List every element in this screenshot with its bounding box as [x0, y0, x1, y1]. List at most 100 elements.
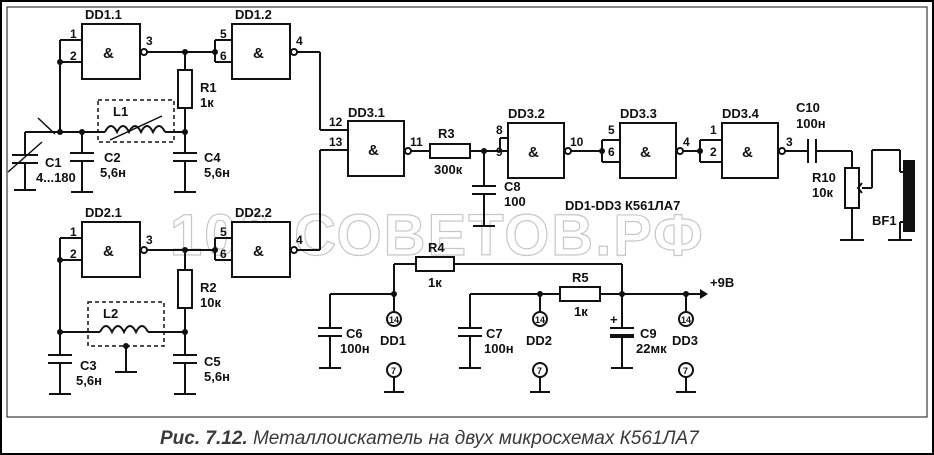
figure-caption: Рис. 7.12. Металлоискатель на двух микро…	[160, 428, 700, 449]
label-c5: C5	[204, 354, 221, 369]
gate-dd3-1: & DD3.1 12 13 11	[329, 105, 423, 177]
label-r2: R2	[200, 280, 217, 295]
gate-dd1-1: & DD1.1 1 2 3	[70, 7, 153, 80]
label-r4: R4	[428, 240, 445, 255]
svg-text:10к: 10к	[812, 185, 833, 200]
label-dd2-2: DD2.2	[235, 205, 272, 220]
svg-text:7: 7	[537, 366, 542, 376]
label-c2: C2	[104, 150, 121, 165]
svg-text:100н: 100н	[796, 116, 826, 131]
svg-text:5: 5	[220, 27, 227, 41]
label-dd3-2: DD3.2	[508, 106, 545, 121]
label-dd1-power: DD1	[380, 333, 406, 348]
svg-text:14: 14	[535, 315, 545, 325]
svg-text:&: &	[742, 144, 753, 161]
svg-text:5: 5	[220, 225, 227, 239]
label-dd3-4: DD3.4	[722, 106, 760, 121]
svg-text:14: 14	[389, 315, 399, 325]
label-dd1-1: DD1.1	[85, 7, 122, 22]
label-l2: L2	[103, 306, 118, 321]
resistor-r5	[559, 286, 601, 302]
svg-text:6: 6	[220, 247, 227, 261]
label-c1: C1	[45, 155, 62, 170]
inner-border	[6, 6, 928, 418]
label-l1: L1	[113, 104, 128, 119]
svg-text:&: &	[253, 45, 264, 62]
svg-text:7: 7	[391, 366, 396, 376]
svg-text:22мк: 22мк	[636, 341, 667, 356]
svg-text:1к: 1к	[574, 304, 588, 319]
svg-text:4: 4	[296, 34, 303, 48]
svg-text:13: 13	[329, 135, 343, 149]
label-r5: R5	[572, 270, 589, 285]
svg-text:100н: 100н	[484, 341, 514, 356]
label-r1: R1	[200, 80, 217, 95]
svg-text:&: &	[640, 144, 651, 161]
svg-text:100: 100	[504, 194, 526, 209]
svg-text:5,6н: 5,6н	[76, 373, 102, 388]
svg-text:1: 1	[70, 27, 77, 41]
svg-text:12: 12	[329, 115, 343, 129]
svg-text:4: 4	[296, 233, 303, 247]
inductor-l2	[99, 325, 149, 335]
svg-text:&: &	[103, 243, 114, 260]
label-r3: R3	[438, 126, 455, 141]
svg-text:1к: 1к	[200, 95, 214, 110]
inductor-l1	[104, 125, 166, 135]
svg-text:2: 2	[710, 145, 717, 159]
svg-text:5: 5	[608, 123, 615, 137]
svg-text:2: 2	[70, 49, 77, 63]
svg-text:5,6н: 5,6н	[204, 165, 230, 180]
gate-dd3-3: & DD3.3 5 6 4	[608, 106, 690, 179]
label-dd2-power: DD2	[526, 333, 552, 348]
label-dd2-1: DD2.1	[85, 205, 122, 220]
svg-text:8: 8	[496, 123, 503, 137]
label-c9: C9	[640, 326, 657, 341]
svg-text:10: 10	[570, 135, 584, 149]
label-dd3-1: DD3.1	[348, 105, 385, 120]
svg-text:2: 2	[70, 247, 77, 261]
gate-dd3-4: & DD3.4 1 2 3	[710, 106, 793, 179]
gate-dd1-2: & DD1.2 5 6 4	[220, 7, 303, 80]
label-dd3-3: DD3.3	[620, 106, 657, 121]
svg-text:&: &	[528, 144, 539, 161]
svg-text:3: 3	[146, 34, 153, 48]
label-c3: C3	[80, 358, 97, 373]
gate-dd3-2: & DD3.2 8 9 10	[496, 106, 584, 179]
label-dd1-2: DD1.2	[235, 7, 272, 22]
svg-text:3: 3	[146, 233, 153, 247]
svg-text:1: 1	[70, 225, 77, 239]
svg-text:7: 7	[683, 366, 688, 376]
svg-text:1к: 1к	[428, 275, 442, 290]
svg-text:11: 11	[410, 135, 423, 149]
svg-text:6: 6	[608, 145, 615, 159]
resistor-r3	[429, 143, 471, 159]
svg-text:14: 14	[681, 315, 691, 325]
svg-text:5,6н: 5,6н	[204, 369, 230, 384]
resistor-r4	[415, 256, 455, 272]
svg-text:10к: 10к	[200, 295, 221, 310]
supply-label: +9В	[710, 275, 734, 290]
resistor-r1	[177, 69, 193, 109]
svg-text:+: +	[610, 312, 618, 327]
svg-text:&: &	[368, 142, 379, 159]
svg-text:6: 6	[220, 49, 227, 63]
svg-text:4...180: 4...180	[36, 170, 76, 185]
svg-text:3: 3	[786, 135, 793, 149]
svg-text:4: 4	[683, 135, 690, 149]
svg-text:&: &	[103, 45, 114, 62]
svg-text:1: 1	[710, 123, 717, 137]
svg-text:9: 9	[496, 145, 503, 159]
label-bf1: BF1	[872, 213, 897, 228]
speaker-bf1-icon	[903, 160, 915, 232]
gate-dd2-1: & DD2.1 1 2 3	[70, 205, 153, 278]
coil-l1-box	[97, 99, 175, 143]
label-c4: C4	[204, 150, 221, 165]
label-c7: C7	[486, 326, 503, 341]
chips-note: DD1-DD3 К561ЛА7	[565, 198, 680, 213]
label-c10: C10	[796, 100, 820, 115]
svg-text:&: &	[253, 243, 264, 260]
